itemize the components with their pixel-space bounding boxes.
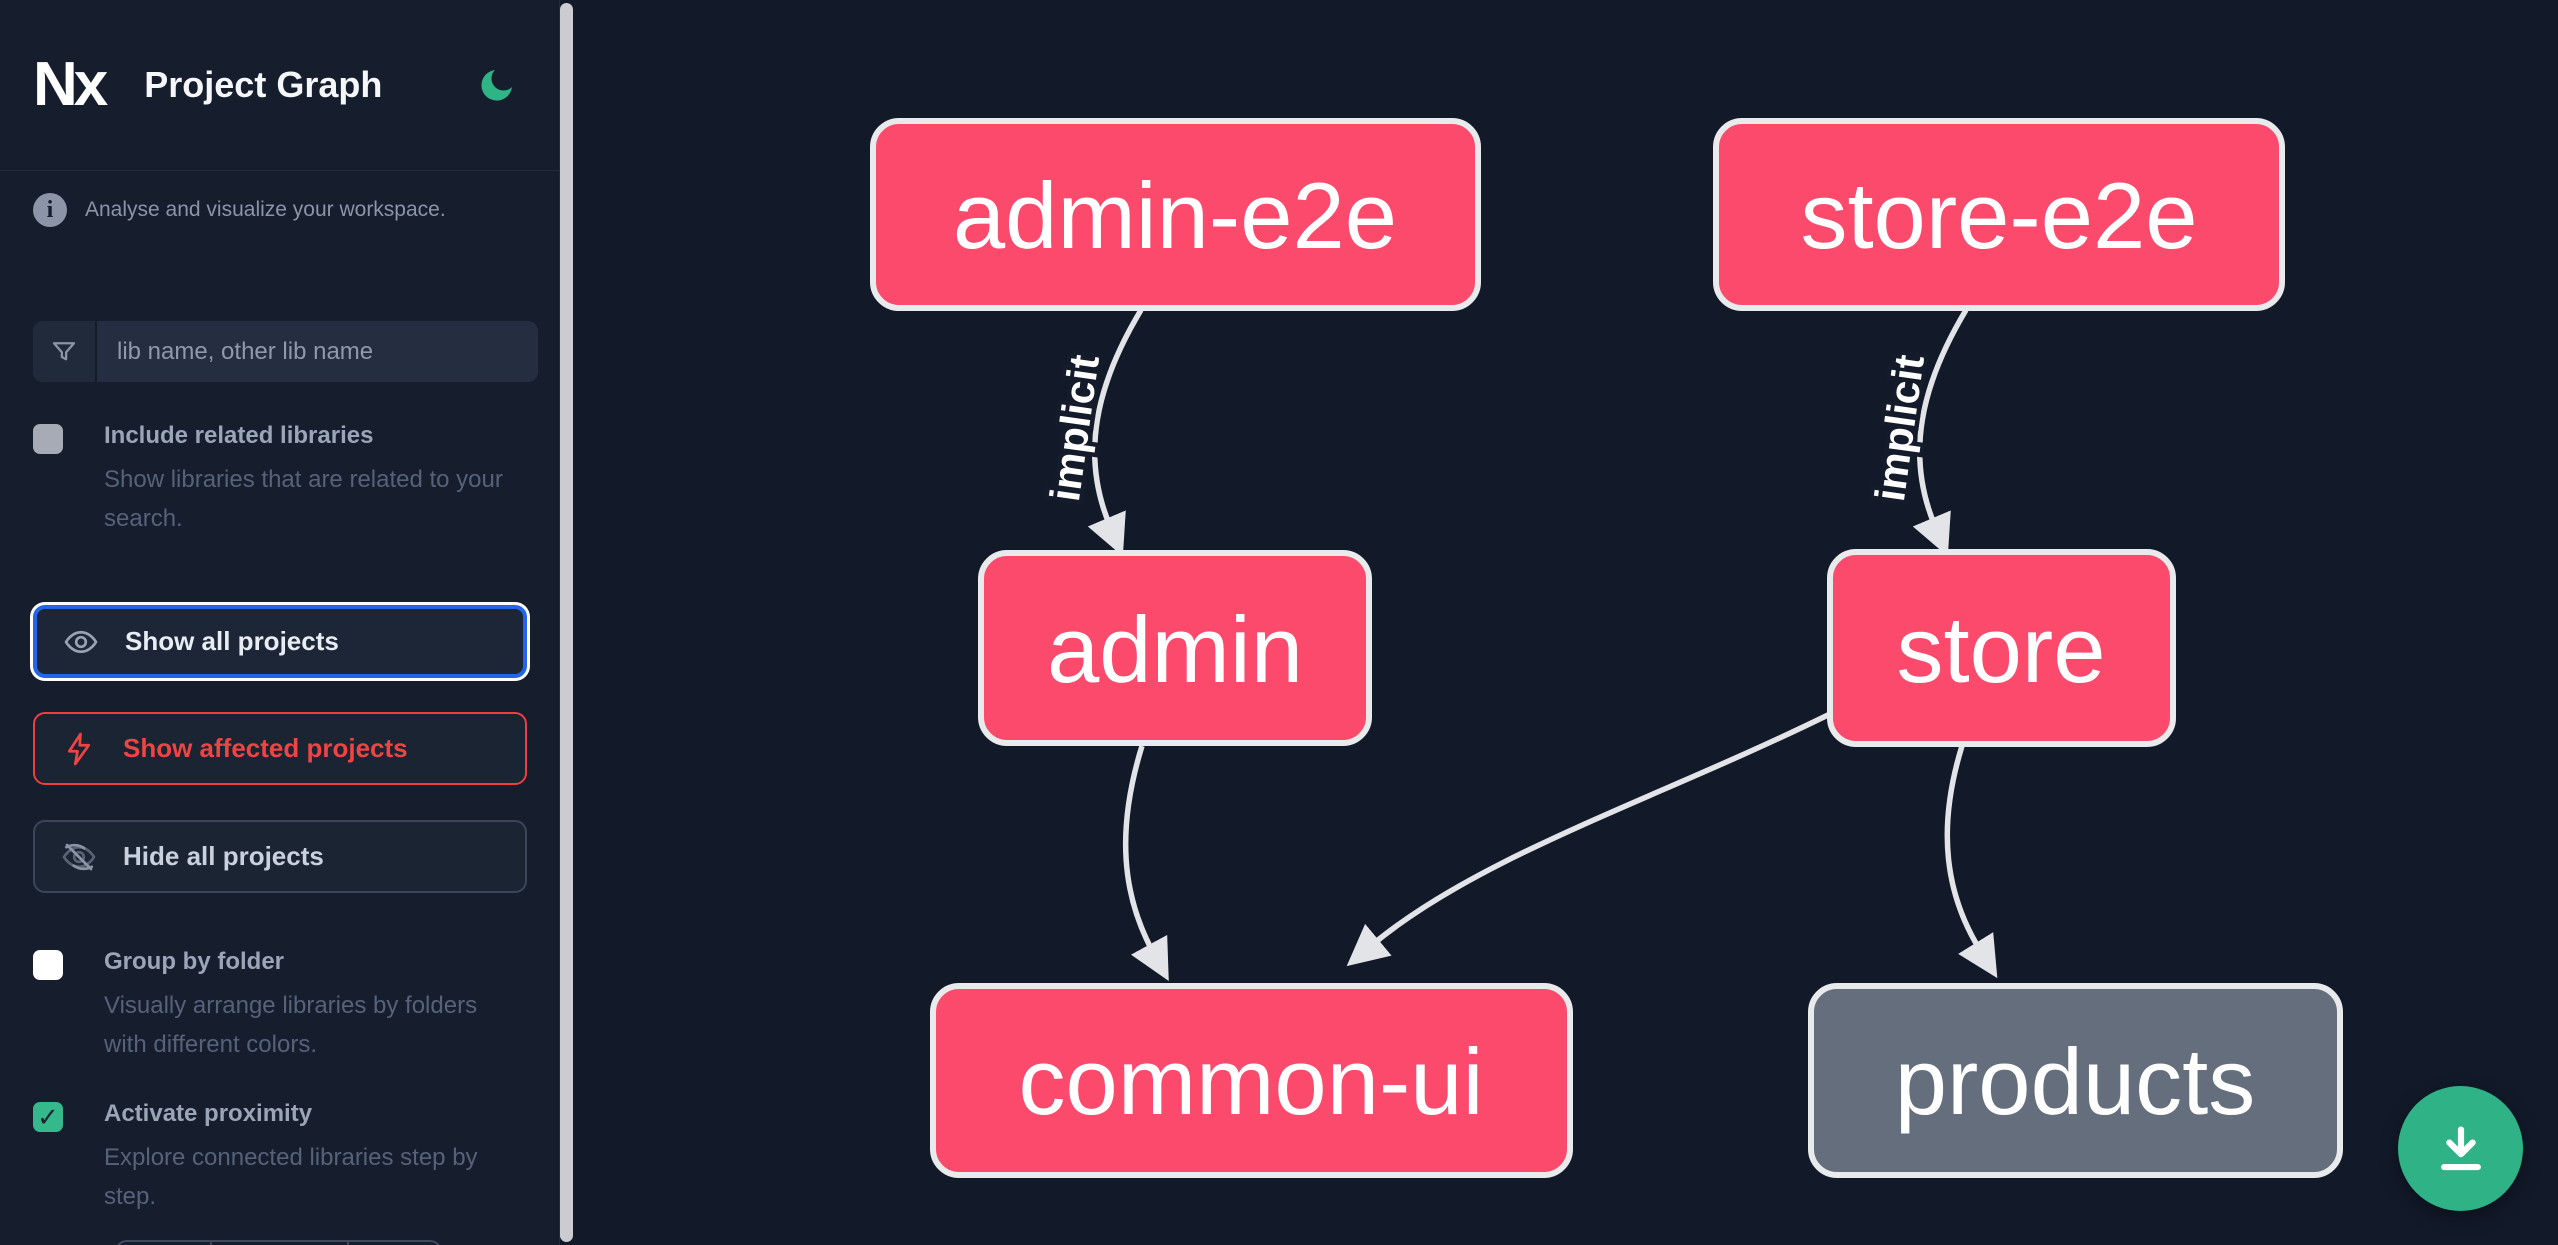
show-affected-projects-button[interactable]: Show affected projects (33, 712, 527, 785)
include-related-description: Show libraries that are related to your … (104, 466, 503, 532)
funnel-icon (33, 321, 97, 382)
svg-text:store: store (1897, 597, 2106, 702)
workspace-tagline: Analyse and visualize your workspace. (85, 198, 446, 221)
graph-node-products[interactable]: products (1808, 983, 2343, 1178)
graph-node-store[interactable]: store (1827, 549, 2176, 747)
search-input[interactable] (97, 321, 538, 382)
proximity-depth-stepper[interactable] (115, 1240, 442, 1245)
eye-off-icon (61, 839, 97, 875)
activate-proximity-label[interactable]: Activate proximity (104, 1100, 313, 1127)
theme-toggle-moon-icon[interactable] (477, 65, 517, 105)
edge-admin-e2e-to-admin (1087, 308, 1144, 557)
group-by-folder-description: Visually arrange libraries by folders wi… (104, 992, 478, 1058)
show-affected-projects-label: Show affected projects (123, 733, 408, 763)
eye-icon (63, 624, 99, 660)
download-graph-fab[interactable] (2398, 1086, 2523, 1211)
activate-proximity-checkbox[interactable] (33, 1102, 63, 1132)
edge-store-to-products (1944, 745, 1998, 979)
svg-text:admin: admin (1047, 597, 1303, 702)
sidebar: Nx Project Graph i Analyse and visualize… (0, 0, 560, 1245)
edge-store-to-common-ui (1346, 711, 1832, 967)
option-include-related-libraries: Include related libraries Show libraries… (33, 422, 509, 538)
group-by-folder-checkbox[interactable] (33, 950, 63, 980)
graph-node-admin[interactable]: admin (978, 550, 1372, 746)
group-by-folder-label[interactable]: Group by folder (104, 948, 284, 975)
search-box (33, 321, 538, 382)
activate-proximity-description: Explore connected libraries step by step… (104, 1144, 478, 1210)
nx-logo: Nx (33, 50, 108, 119)
hide-all-projects-button[interactable]: Hide all projects (33, 820, 527, 893)
sidebar-header: Nx Project Graph (0, 0, 559, 171)
info-icon: i (33, 193, 67, 227)
graph-node-admin-e2e[interactable]: admin-e2e (870, 118, 1481, 311)
workspace-tagline-row: i Analyse and visualize your workspace. (33, 193, 446, 227)
graph-node-common-ui[interactable]: common-ui (930, 983, 1573, 1178)
hide-all-projects-label: Hide all projects (123, 841, 324, 871)
bolt-icon (61, 731, 97, 767)
include-related-label[interactable]: Include related libraries (104, 422, 374, 449)
download-icon (2430, 1118, 2492, 1180)
show-all-projects-button[interactable]: Show all projects (33, 605, 527, 678)
edge-store-e2e-to-store (1912, 308, 1969, 557)
svg-text:products: products (1895, 1029, 2256, 1134)
option-activate-proximity: Activate proximity Explore connected lib… (33, 1100, 509, 1216)
svg-text:admin-e2e: admin-e2e (953, 163, 1397, 268)
show-all-projects-label: Show all projects (125, 626, 339, 656)
option-group-by-folder: Group by folder Visually arrange librari… (33, 948, 509, 1064)
graph-node-store-e2e[interactable]: store-e2e (1713, 118, 2285, 311)
page-title: Project Graph (144, 64, 383, 105)
svg-text:store-e2e: store-e2e (1800, 163, 2197, 268)
include-related-checkbox[interactable] (33, 424, 63, 454)
sidebar-scrollbar[interactable] (560, 3, 573, 1242)
svg-text:common-ui: common-ui (1019, 1029, 1484, 1134)
edge-admin-to-common-ui (1122, 745, 1169, 981)
